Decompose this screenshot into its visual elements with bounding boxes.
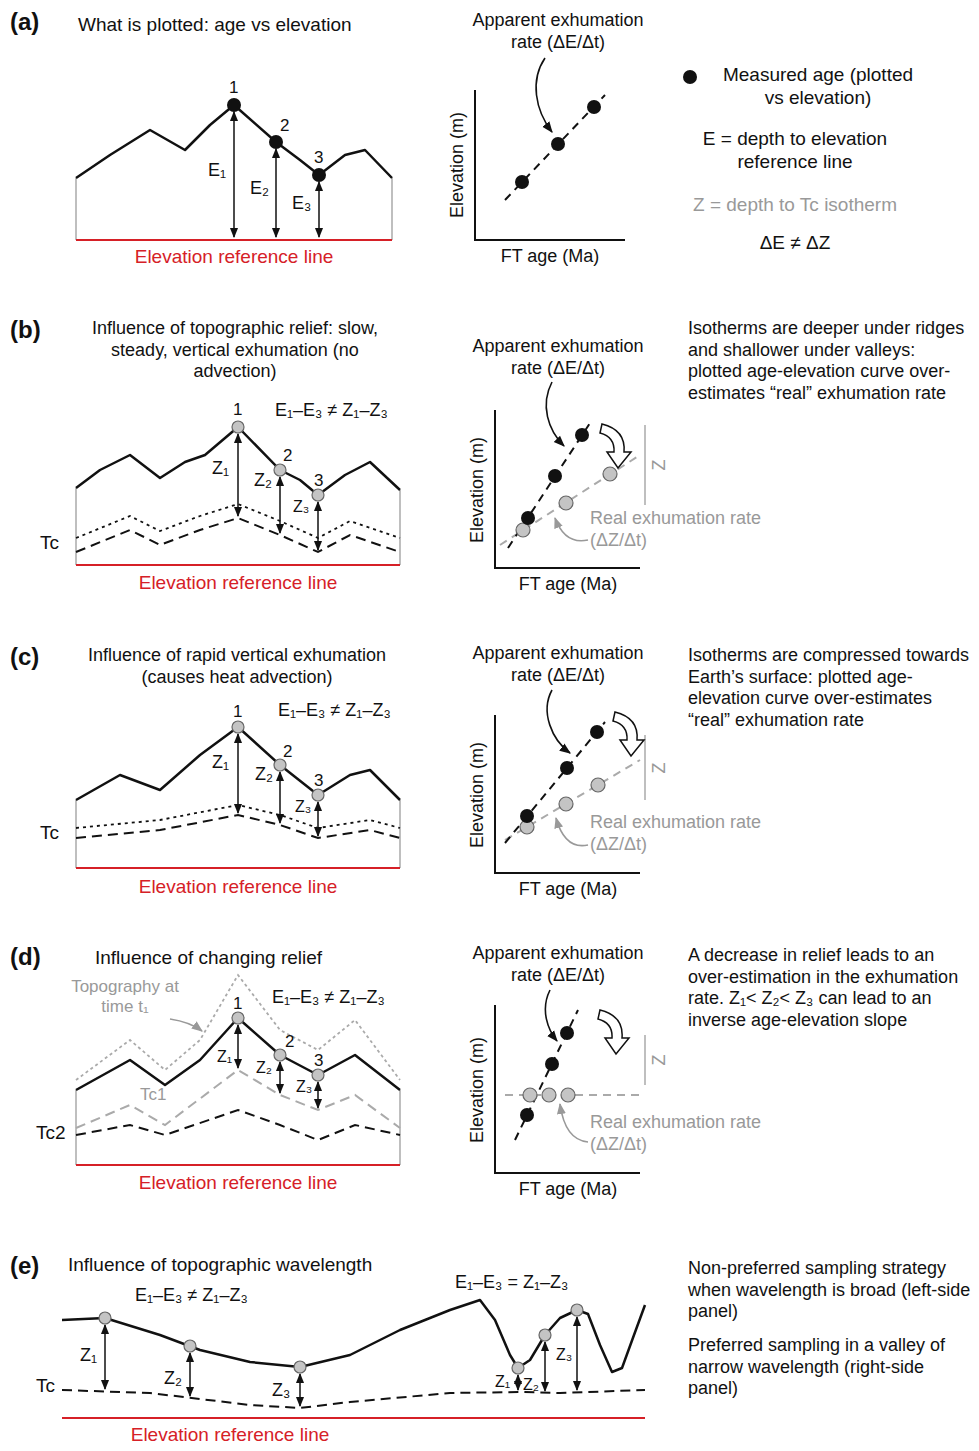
figure-label: Z [649, 460, 671, 471]
figure-label: Z [649, 763, 671, 774]
figure-label: 3 [314, 471, 323, 491]
figure-label: (e) [10, 1252, 39, 1281]
figure-label: Elevation reference line [139, 1172, 338, 1195]
figure-label: Z₃ [272, 1380, 290, 1402]
figure-label: Isotherms are compressed towards Earth’s… [688, 645, 973, 731]
figure-label: E₃ [292, 193, 311, 215]
figure-label: Z₁ [212, 458, 229, 480]
figure-label: 2 [280, 116, 289, 136]
figure-label: (c) [10, 643, 39, 672]
figure-label: Z₁ [212, 752, 229, 774]
figure-label: Apparent exhumation rate (ΔE/Δt) [458, 10, 658, 53]
figure-label: Tc1 [140, 1085, 166, 1105]
figure-label: Real exhumation rate (ΔZ/Δt) [590, 508, 780, 551]
figure-label: Tc [36, 1375, 55, 1398]
figure-label: Z₃ [556, 1345, 572, 1364]
figure-label: 1 [229, 78, 238, 98]
panel-e-illustration [62, 1300, 645, 1418]
figure-label: E₂ [250, 178, 269, 200]
figure-label: Z₂ [164, 1368, 182, 1390]
figure-label: Elevation reference line [135, 246, 334, 269]
figure-label: (a) [10, 8, 39, 37]
figure-label: Z₃ [295, 797, 311, 816]
figure-label: Z₁ [217, 1047, 232, 1066]
figure-label: Influence of topographic wavelength [68, 1254, 372, 1277]
figure-label: Real exhumation rate (ΔZ/Δt) [590, 1112, 780, 1155]
figure-label: ΔE ≠ ΔZ [760, 232, 831, 255]
figure-label: Elevation (m) [467, 742, 489, 848]
figure-label: Tc [40, 532, 59, 555]
figure-label: Z₂ [256, 1058, 272, 1077]
figure-label: (b) [10, 316, 41, 345]
figure-label: E₁–E₃ ≠ Z₁–Z₃ [135, 1285, 248, 1307]
legend-label: Measured age (plotted vs elevation) [716, 64, 921, 110]
figure-label: Isotherms are deeper under ridges and sh… [688, 318, 973, 404]
figure-label: E₁–E₃ ≠ Z₁–Z₃ [272, 987, 385, 1009]
figure-label: Apparent exhumation rate (ΔE/Δt) [458, 643, 658, 686]
figure-label: Tc2 [36, 1122, 66, 1145]
figure-label: Influence of changing relief [95, 947, 322, 970]
figure-label: Influence of rapid vertical exhumation (… [67, 645, 407, 688]
figure-label: Z [649, 1055, 671, 1066]
figure-label: 3 [314, 1051, 323, 1071]
figure-label: Preferred sampling in a valley of narrow… [688, 1335, 973, 1400]
figure-label: A decrease in relief leads to an over-es… [688, 945, 973, 1031]
figure-label: Z₁ [80, 1345, 97, 1367]
figure-label: 2 [283, 742, 292, 762]
figure-label: 3 [314, 148, 323, 168]
figure-label: E₁ [208, 160, 226, 182]
figure-label: Topography at time t₁ [60, 977, 190, 1018]
figure-label: (d) [10, 943, 41, 972]
figure-label: Elevation (m) [467, 437, 489, 543]
figure-label: 2 [285, 1032, 294, 1052]
figure-label: Non-preferred sampling strategy when wav… [688, 1258, 973, 1323]
figure-label: FT age (Ma) [519, 879, 618, 901]
figure-label: Z₃ [293, 497, 309, 516]
figure-label: 1 [233, 994, 242, 1014]
figure-label: Z₂ [255, 764, 273, 786]
figure-label: 1 [233, 702, 242, 722]
figure-label: Elevation (m) [447, 112, 469, 218]
figure-label: Elevation reference line [139, 572, 338, 595]
figure-label: Elevation reference line [139, 876, 338, 899]
figure-label: Z₁ [495, 1372, 510, 1391]
figure-label: Apparent exhumation rate (ΔE/Δt) [458, 943, 658, 986]
figure-label: FT age (Ma) [519, 574, 618, 596]
figure-label: 1 [233, 400, 242, 420]
figure-label: What is plotted: age vs elevation [78, 14, 352, 37]
figure-label: Z₂ [254, 470, 272, 492]
figure-label: E₁–E₃ ≠ Z₁–Z₃ [275, 400, 388, 422]
figure-label: Z₃ [296, 1077, 312, 1096]
panel-d-illustration [76, 975, 645, 1173]
figure-label: Elevation reference line [131, 1424, 330, 1447]
panel-b-illustration [76, 382, 645, 568]
figure-label: FT age (Ma) [501, 246, 600, 268]
figure-label: Influence of topographic relief: slow, s… [83, 318, 388, 383]
figure-label: Real exhumation rate (ΔZ/Δt) [590, 812, 780, 855]
panel-a-illustration [76, 58, 697, 240]
figure-label: E₁–E₃ = Z₁–Z₃ [455, 1272, 568, 1294]
figure-label: Apparent exhumation rate (ΔE/Δt) [458, 336, 658, 379]
figure-label: E₁–E₃ ≠ Z₁–Z₃ [278, 700, 391, 722]
figure-label: E = depth to elevation reference line [670, 128, 920, 174]
figure-label: Z₂ [523, 1375, 539, 1394]
figure-label: Elevation (m) [467, 1037, 489, 1143]
figure-label: 3 [314, 771, 323, 791]
figure-label: 2 [283, 446, 292, 466]
figure-label: FT age (Ma) [519, 1179, 618, 1201]
figure-label: Tc [40, 822, 59, 845]
panel-c-illustration [76, 690, 645, 873]
figure-label: Z = depth to Tc isotherm [693, 194, 897, 217]
